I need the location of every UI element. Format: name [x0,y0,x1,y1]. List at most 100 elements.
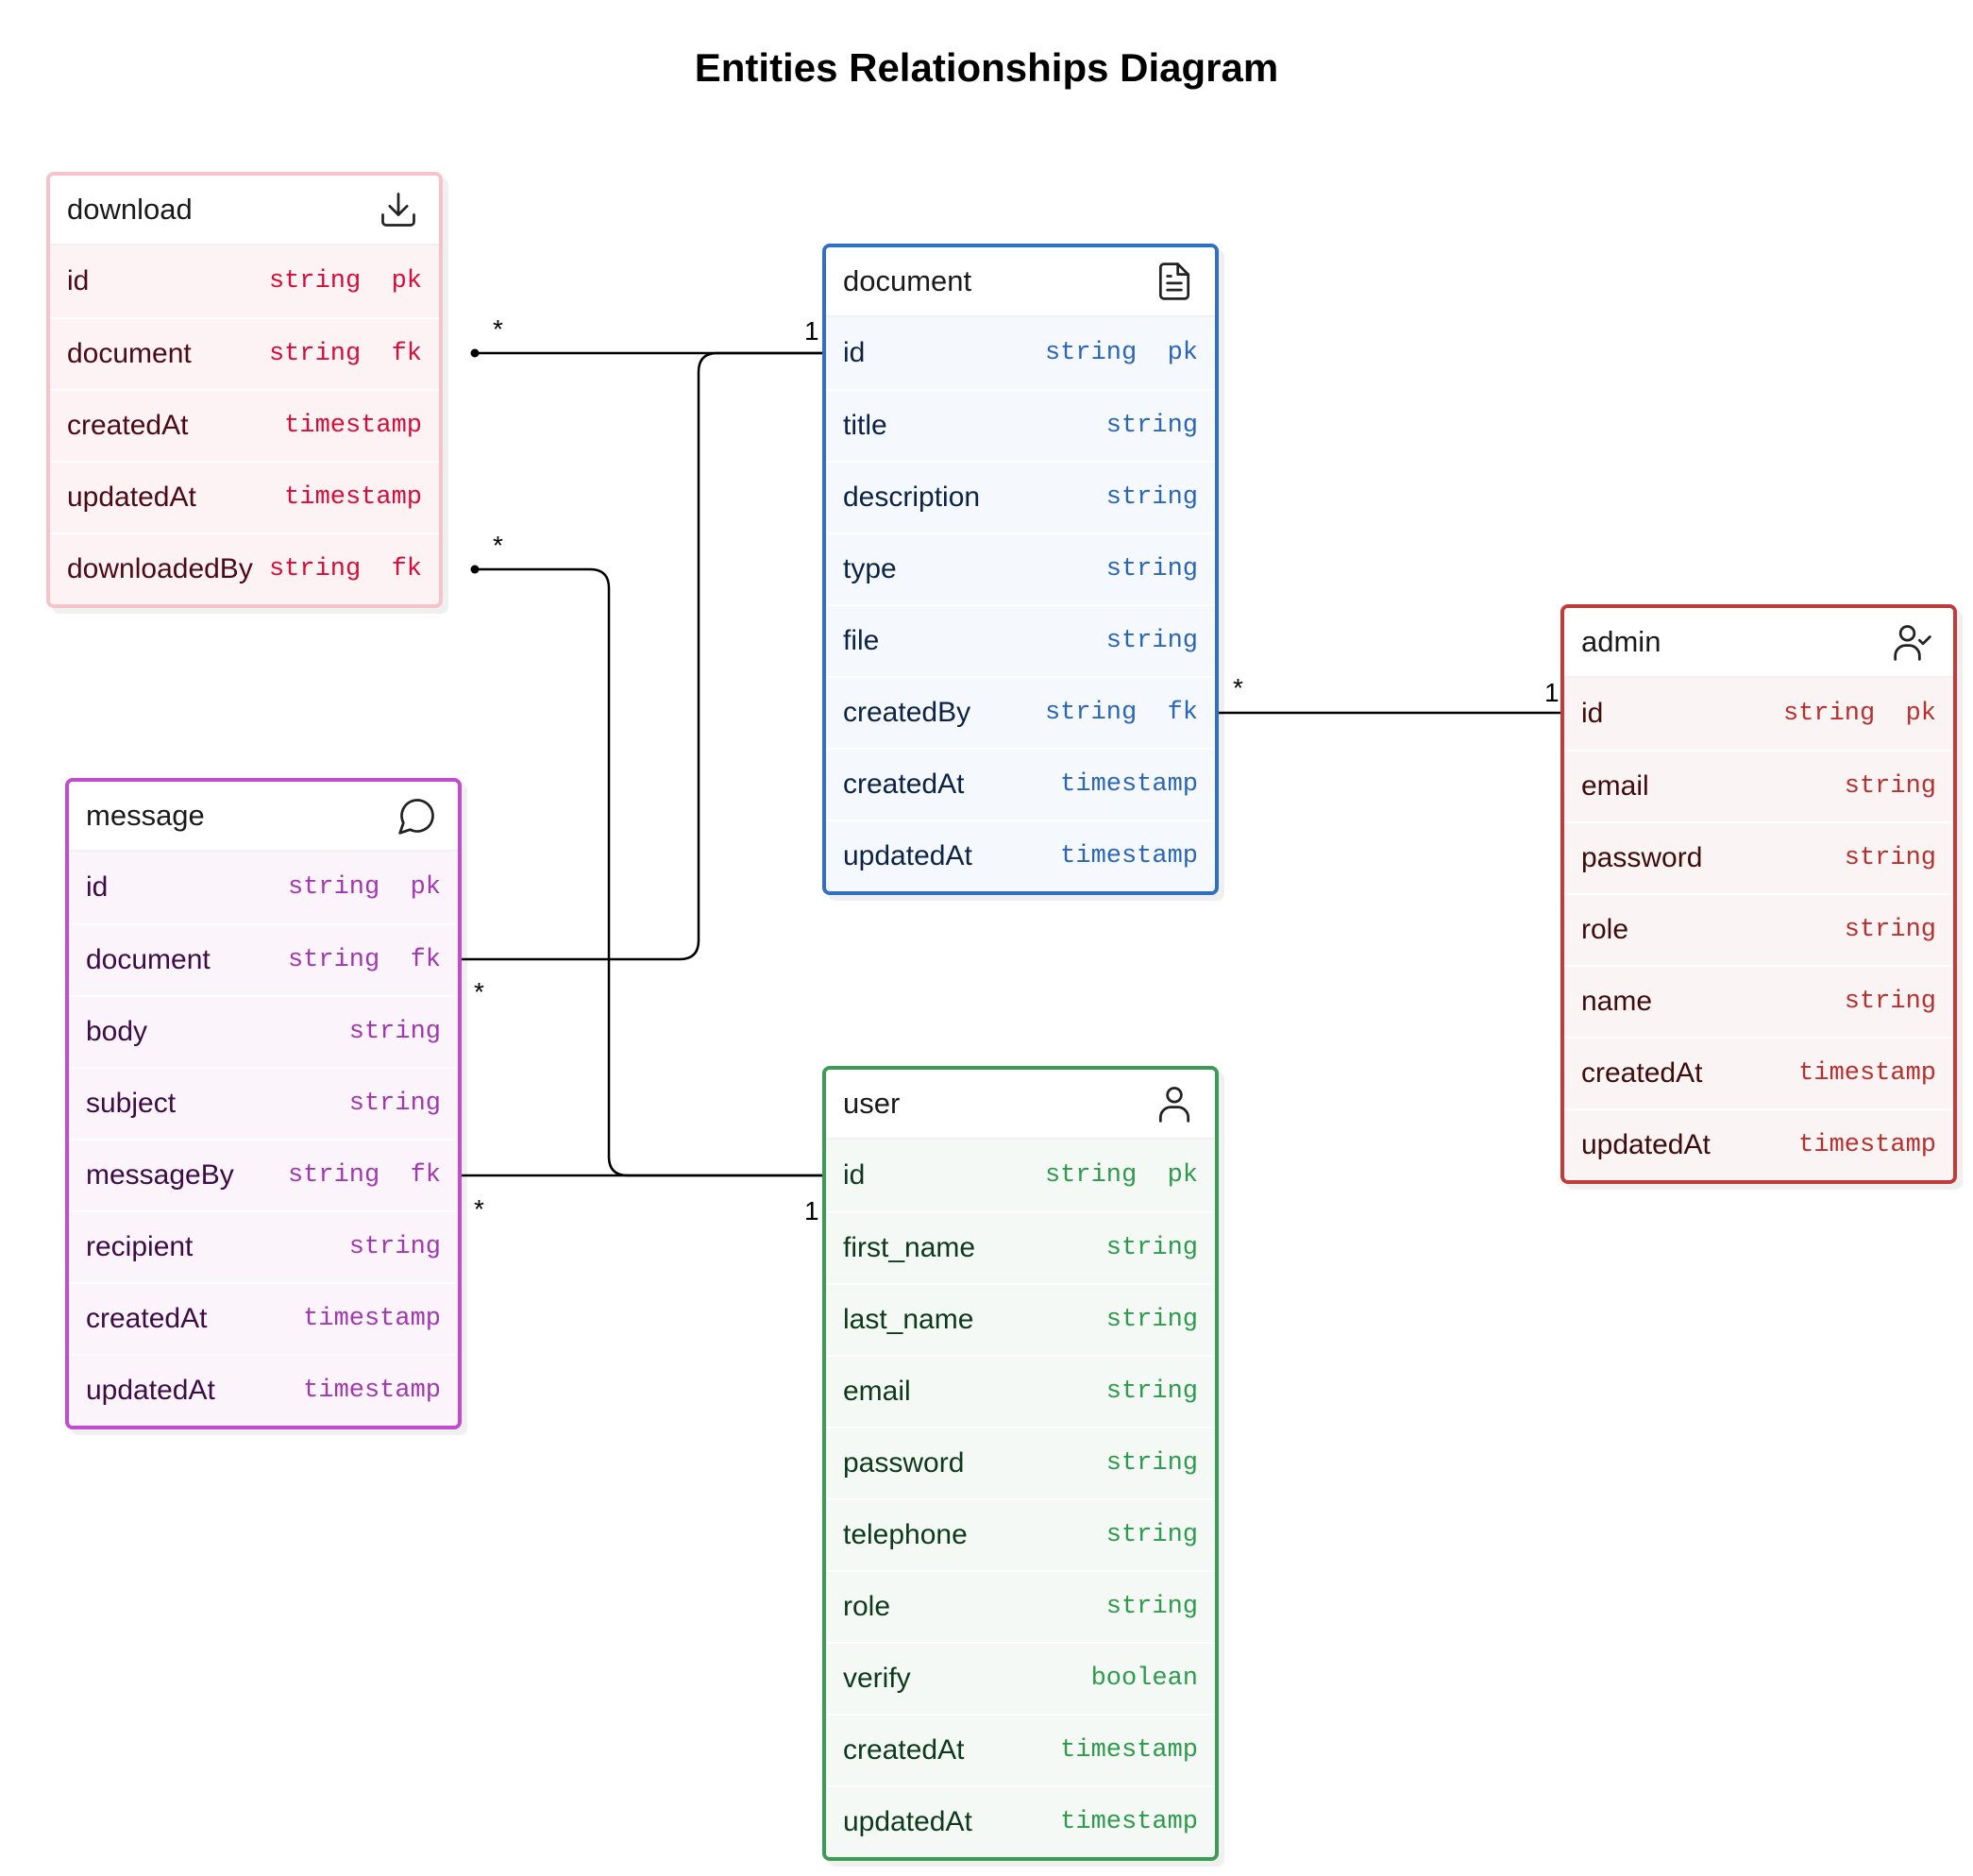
entity-header: message [69,782,458,852]
field-type: string [1105,412,1198,440]
field-type: timestamp [1798,1131,1936,1159]
field-row-description: description string [826,461,1215,532]
field-row-document: document string fk [69,923,458,995]
field-name: updatedAt [843,1806,972,1837]
field-name: password [843,1447,965,1479]
diagram-title: Entities Relationships Diagram [694,45,1279,90]
field-name: id [1581,698,1604,729]
entity-name: document [843,264,972,297]
link-endpoint-dot [470,565,480,574]
field-type: string [1844,988,1936,1016]
field-type: string [1105,1234,1198,1262]
field-name: updatedAt [86,1375,215,1406]
file-text-icon [1153,260,1196,303]
field-type: string [1844,844,1936,872]
link-download-user [475,567,835,1177]
field-name: verify [843,1663,911,1694]
field-row-updatedAt: updatedAt timestamp [826,820,1215,891]
field-type: string fk [287,1161,441,1190]
field-row-updatedAt: updatedAt timestamp [826,1785,1215,1857]
cardinality-label: * [493,531,503,560]
entity-name: user [843,1087,901,1120]
field-type: string [1105,1593,1198,1621]
field-name: createdAt [843,769,965,800]
entity-name: download [67,193,193,226]
field-type: string [1105,627,1198,655]
field-type: string [1105,1449,1198,1478]
field-name: description [843,482,981,513]
field-type: string fk [268,555,422,583]
field-name: createdAt [67,410,189,441]
field-row-document: document string fk [50,317,439,389]
field-row-file: file string [826,604,1215,676]
field-row-id: id string pk [826,1140,1215,1211]
field-type: timestamp [1060,842,1198,870]
cardinality-label: 1 [804,316,819,346]
cardinality-label: 1 [804,1196,819,1225]
field-name: type [843,553,897,584]
field-row-updatedAt: updatedAt timestamp [50,461,439,532]
field-type: timestamp [1798,1059,1936,1088]
field-name: id [843,1159,866,1191]
field-name: document [86,944,211,975]
field-name: createdAt [86,1303,208,1334]
field-type: string fk [287,946,441,974]
field-type: boolean [1090,1665,1198,1693]
field-row-password: password string [826,1427,1215,1498]
user-check-icon [1891,620,1934,664]
field-name: role [1581,914,1629,945]
field-type: timestamp [1060,1736,1198,1765]
field-name: id [86,871,109,903]
field-row-updatedAt: updatedAt timestamp [1564,1108,1953,1180]
field-name: updatedAt [843,840,972,871]
field-type: timestamp [284,412,422,440]
field-row-downloadedBy: downloadedBy string fk [50,532,439,604]
entity-header: download [50,176,439,245]
field-type: string fk [268,340,422,368]
field-row-messageBy: messageBy string fk [69,1139,458,1210]
field-name: body [86,1016,148,1047]
field-name: document [67,338,192,369]
field-type: string pk [1044,1161,1198,1190]
field-name: messageBy [86,1159,234,1191]
field-type: timestamp [284,483,422,512]
field-type: string [1105,1521,1198,1549]
entity-header: document [826,247,1215,317]
field-type: string [1105,1377,1198,1406]
field-name: updatedAt [67,482,196,513]
entity-header: user [826,1070,1215,1140]
link-endpoint-dot [470,348,480,358]
field-name: downloadedBy [67,553,253,584]
field-type: string [1844,772,1936,801]
field-type: string [1105,483,1198,512]
field-type: timestamp [303,1305,441,1333]
cardinality-label: * [493,314,503,344]
field-name: file [843,625,880,656]
field-name: recipient [86,1231,194,1262]
field-row-createdAt: createdAt timestamp [69,1282,458,1354]
field-name: updatedAt [1581,1129,1711,1160]
field-type: timestamp [1060,1808,1198,1836]
chat-bubble-icon [396,794,439,837]
